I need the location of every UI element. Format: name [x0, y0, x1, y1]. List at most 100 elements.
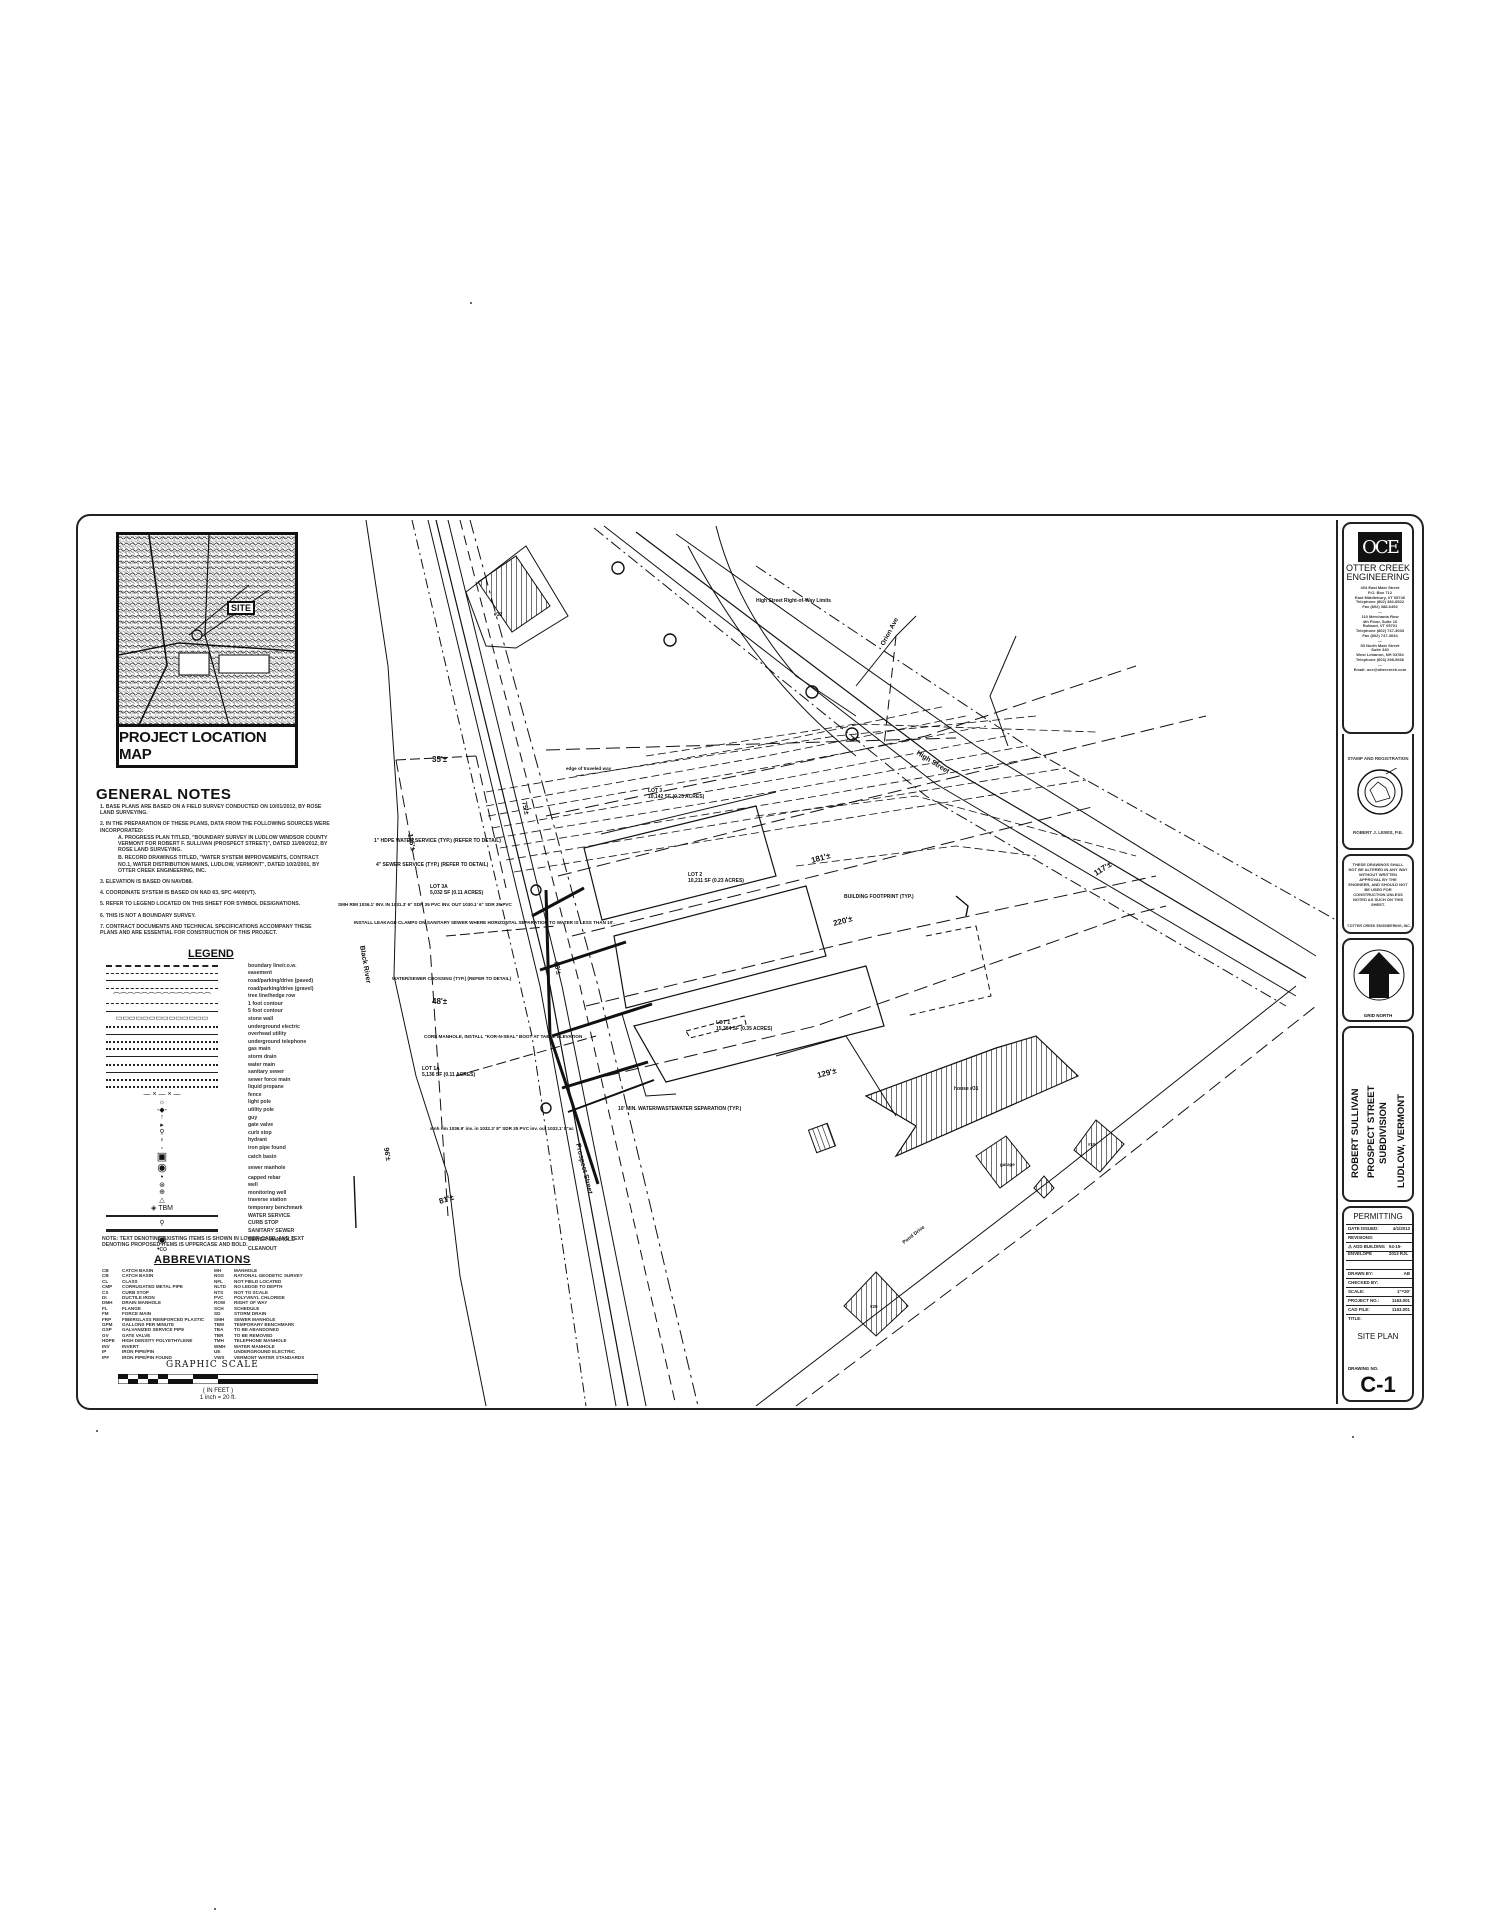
abbreviation-code: CMP [102, 1284, 113, 1290]
permitting-row: PROJECT NO.:1163.001 [1346, 1296, 1412, 1304]
legend-label: traverse station [248, 1197, 287, 1204]
abbreviation-code: TBR [214, 1332, 224, 1338]
legend-row: ⚲CURB STOP [102, 1219, 332, 1227]
shed [1073, 1119, 1125, 1173]
permitting-title: PERMITTING [1353, 1212, 1403, 1221]
abbreviation-code: FL [102, 1305, 108, 1311]
permitting-row-label: CAD FILE: [1348, 1307, 1370, 1312]
legend-label: underground telephone [248, 1038, 307, 1045]
legend-label: iron pipe found [248, 1145, 286, 1152]
firm-address-line: Telephone (802) 747-3033 [1355, 628, 1405, 634]
firm-address-line: — [1378, 608, 1382, 614]
abbreviation-meaning: POLYVINYL CHLORIDE [234, 1295, 285, 1301]
legend-row: sanitary sewer [102, 1068, 332, 1076]
scan-speck [470, 302, 472, 304]
garage [975, 1135, 1031, 1189]
abbreviation-meaning: GALVANIZED SERVICE PIPE [122, 1327, 185, 1333]
legend-label: liquid propane [248, 1084, 284, 1091]
abbreviation-code: NFL [214, 1278, 223, 1284]
abbreviation-code: IPF [102, 1354, 110, 1360]
project-location-map: SITE PROJECT LOCATION MAP [116, 532, 298, 768]
legend-row: ▭▭▭▭▭▭▭▭▭▭▭▭▭▭stone wall [102, 1015, 332, 1023]
abbreviation-meaning: DRAIN MANHOLE [122, 1300, 162, 1306]
permitting-row-label: DATE ISSUED: [1348, 1226, 1379, 1231]
legend-label: sewer manhole [248, 1165, 286, 1172]
legend-label: overhead utility [248, 1031, 287, 1038]
legend-label: sanitary sewer [248, 1069, 285, 1076]
firm-address-line: East Middlebury, VT 05740 [1354, 594, 1406, 600]
abbreviation-meaning: HIGH DENSITY POLYETHYLENE [122, 1338, 193, 1344]
legend-row: road/parking/drive (gravel) [102, 985, 332, 993]
legend-label: stone wall [248, 1015, 274, 1022]
abbreviation-code: ROW [214, 1300, 226, 1306]
lot-2-building [613, 885, 827, 1009]
firm-address-line: P.O. Box 712 [1368, 589, 1392, 595]
drawing-number-label: DRAWING NO. [1348, 1366, 1379, 1371]
abbreviation-meaning: FLANGE [122, 1305, 141, 1311]
abbreviation-meaning: TEMPORARY BENCHMARK [234, 1322, 295, 1328]
legend-label: gas main [248, 1046, 271, 1053]
abbreviation-code: UE [214, 1349, 221, 1355]
svg-text:LOT 3A: LOT 3A [430, 884, 448, 890]
abbreviation-meaning: CATCH BASIN [122, 1268, 154, 1273]
legend-label: SEWER MANHOLE [248, 1237, 295, 1244]
svg-text:75'±: 75'± [520, 801, 530, 816]
gate-valve-icon: ▸ [160, 1121, 164, 1129]
permitting-row-label: SCALE: [1348, 1289, 1365, 1294]
general-note: 7. CONTRACT DOCUMENTS AND TECHNICAL SPEC… [100, 923, 312, 937]
svg-text:129'±: 129'± [816, 1066, 838, 1080]
utility-pole-icon: -◆- [156, 1106, 168, 1114]
legend-label: sewer force main [248, 1076, 291, 1083]
house-31 [864, 1035, 1080, 1158]
abbreviation-meaning: VERMONT WATER STANDARDS [234, 1354, 305, 1360]
general-note-subitem: B. RECORD DRAWINGS TITLED, "WATER SYSTEM… [118, 855, 320, 874]
abbreviation-code: NTS [214, 1289, 224, 1295]
legend-row: easement [102, 970, 332, 978]
abbreviation-meaning: MANHOLE [234, 1268, 258, 1273]
svg-text:house #31: house #31 [954, 1086, 979, 1092]
disclaimer-block: THESE DRAWINGS SHALL NOT BE ALTERED IN A… [1342, 854, 1414, 934]
general-note: 3. ELEVATION IS BASED ON NAVD88. [100, 879, 193, 886]
permitting-row-label: DRAWN BY: [1348, 1271, 1374, 1276]
legend-row: road/parking/drive (paved) [102, 977, 332, 985]
general-note: 6. THIS IS NOT A BOUNDARY SURVEY. [100, 912, 196, 919]
firm-address-line: Rutland, VT 05701 [1362, 623, 1398, 629]
permitting-row-value: 04-15-2013 RJL [1388, 1244, 1409, 1256]
general-note: 1. BASE PLANS ARE BASED ON A FIELD SURVE… [100, 804, 322, 817]
abbreviation-meaning: IRON PIPE/PIN [122, 1349, 155, 1355]
legend-row: boundary line/r.o.w. [102, 962, 332, 970]
firm-address-line: 4th Floor, Suite 16 [1362, 618, 1398, 624]
legend-row: gas main [102, 1046, 332, 1054]
legend-label: catch basin [248, 1154, 277, 1161]
north-arrow-block: GRID NORTH [1342, 938, 1414, 1022]
svg-text:60'±: 60'± [552, 961, 562, 976]
legend-label: road/parking/drive (paved) [248, 977, 314, 984]
svg-text:WATER/SEWER CROSSING (TYP.) (R: WATER/SEWER CROSSING (TYP.) (REFER TO DE… [392, 976, 512, 981]
title-block: OCE OTTER CREEK ENGINEERING 404 East Mai… [1336, 520, 1418, 1404]
legend-label: fence [248, 1091, 262, 1098]
cleanout-icon: •co [157, 1245, 167, 1253]
legend-label: water main [248, 1061, 276, 1068]
permitting-row-value: 1163.001 [1391, 1307, 1410, 1312]
legend-row: liquid propane [102, 1084, 332, 1092]
pe-seal [1357, 768, 1403, 815]
legend-label: capped rebar [248, 1174, 281, 1181]
svg-text:35'±: 35'± [432, 755, 448, 764]
permitting-row-label: TITLE: [1348, 1316, 1362, 1321]
abbreviation-code: NGS [214, 1273, 224, 1279]
well-icon: ⊛ [159, 1181, 165, 1189]
svg-text:220'±: 220'± [832, 914, 854, 928]
catch-basin-icon: ▣ [156, 1150, 168, 1163]
abbreviation-meaning: INVERT [122, 1343, 139, 1349]
prospect-street-row-west [411, 519, 587, 1407]
svg-text:edge of traveled way: edge of traveled way [566, 766, 612, 771]
general-notes-title: GENERAL NOTES [96, 786, 232, 803]
svg-text:SMH RIM 1036.1' INV. IN 1031.3: SMH RIM 1036.1' INV. IN 1031.3' 6" SDR 3… [338, 902, 512, 907]
abbreviation-code: SD [214, 1311, 221, 1317]
svg-text:81'±: 81'± [438, 1192, 456, 1205]
permitting-row-label: ⚠ ADD BUILDING ENVELOPE [1348, 1244, 1385, 1256]
